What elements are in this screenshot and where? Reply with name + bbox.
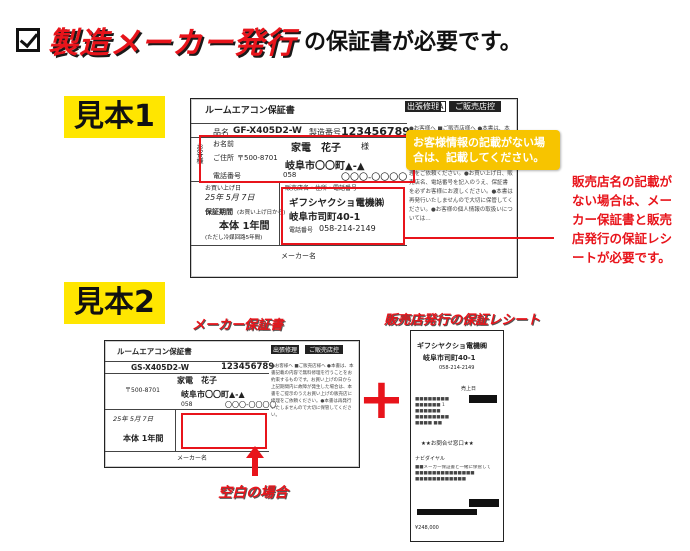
address-label: ご住所: [213, 154, 234, 162]
card-divider: [191, 123, 407, 124]
card2-top-tag-1: 出張修理: [271, 345, 300, 354]
receipt-amount: ¥248,000: [415, 525, 439, 531]
shop-name: ギフシヤクショ電機㈱: [289, 198, 385, 209]
shop-phone-label: 電話番号: [289, 227, 314, 234]
card2-warranty-value: 本体 1年間: [123, 434, 164, 443]
arrow-up-icon: [246, 446, 264, 476]
card2-maker-label: メーカー名: [177, 455, 208, 462]
warranty-note: (ただし冷媒回路5年間): [205, 235, 263, 241]
serial-label: 製造番号: [309, 128, 341, 137]
card2-divider: [105, 361, 269, 362]
warranty-value: 本体 1年間: [219, 221, 270, 232]
blank-shop-highlight: [181, 413, 267, 449]
phone-rest: 〇〇〇-〇〇〇〇: [341, 173, 408, 183]
hinmei-label: 品名: [213, 128, 229, 137]
receipt-shop-address: 岐阜市司町40-1: [423, 354, 476, 362]
phone-label: 電話番号: [213, 172, 241, 180]
warranty-card-1: ルームエアコン保証書 出張修理 A ご販売店控 品名 GF-X405D2-W 製…: [190, 98, 518, 278]
card2-postal: 〒500-8701: [125, 387, 160, 394]
header-red-text: 製造メーカー発行: [48, 26, 296, 61]
card-top-tag-1: 出張修理: [405, 101, 441, 112]
sample2-label: 見本2: [64, 282, 165, 324]
card2-address: 岐阜市〇〇町▲-▲: [181, 390, 245, 399]
receipt-fineprint: ■■メーカー保証書と一緒に保管して■■■■■■■■■■■■■■■■■■■■■■■…: [415, 465, 491, 482]
card2-phone-prefix: 058: [181, 401, 193, 408]
receipt-line3: ナビダイヤル: [415, 456, 445, 462]
phone-prefix: 058: [283, 171, 297, 179]
serial-number: 123456789: [341, 125, 410, 138]
card2-phone-rest: 〇〇〇-〇〇〇〇: [225, 401, 277, 409]
card2-divider: [105, 409, 269, 410]
receipt-redaction: [469, 395, 497, 403]
postal-code: 〒500-8701: [237, 154, 278, 162]
card-vdivider: [279, 181, 280, 245]
shop-info-highlight: [281, 187, 405, 245]
plus-icon: +: [358, 367, 405, 432]
card2-model: GS-X405D2-W: [131, 363, 189, 372]
receipt-shop-name: ギフシヤクショ電機㈱: [417, 342, 487, 350]
card2-divider: [105, 373, 269, 374]
purchase-date: 25年 5月 7日: [205, 193, 255, 202]
customer-address: 岐阜市〇〇町▲-▲: [285, 161, 365, 172]
card-top-tag-3: ご販売店控: [449, 101, 501, 112]
page-header: 製造メーカー発行 の保証書が必要です。: [16, 18, 522, 62]
checkbox-icon: [16, 28, 40, 52]
side-note: 販売店名の記載がない場合は、メーカー保証書と販売店発行の保証レシートが必要です。: [572, 174, 673, 265]
name-label: お名前: [213, 140, 234, 148]
card2-vdivider: [175, 409, 176, 451]
warranty-card-2: ルームエアコン保証書 出張修理 ご販売店控 GS-X405D2-W 123456…: [104, 340, 360, 468]
card2-fineprint: ●お客様へ ■ご販売店様へ ●本書は、本書記載の内容で無料修理を行うことをお約束…: [271, 364, 354, 418]
connector-line: [404, 237, 554, 239]
receipt-items: ■■■■■■■■■■■■■■ 1■■■■■■■■■■■■■■■■■■ ■■: [415, 397, 450, 426]
maker-warranty-caption: メーカー保証書: [192, 318, 284, 333]
maker-label: メーカー名: [281, 252, 316, 260]
card-top-tag-2: A: [435, 101, 447, 112]
customer-info-highlight: [199, 135, 415, 183]
sama-label: 様: [361, 142, 369, 151]
receipt-redaction: [417, 509, 477, 515]
customer-info-callout: お客様情報の記載がない場合は、記載してください。: [406, 130, 560, 170]
card2-serial: 123456789: [221, 362, 275, 372]
warranty-label: 保証期間: [205, 208, 233, 216]
warranty-sub: (お買い上げ日から): [237, 210, 286, 216]
header-black-text: の保証書が必要です。: [304, 30, 522, 55]
store-receipt: ギフシヤクショ電機㈱ 岐阜市司町40-1 058-214-2149 売上日 ■■…: [410, 330, 504, 542]
shop-phone: 058-214-2149: [319, 224, 376, 233]
shop-address: 岐阜市司町40-1: [289, 212, 361, 223]
card2-purchase-date: 25年 5月 7日: [113, 415, 154, 423]
sample1-label: 見本1: [64, 96, 165, 138]
receipt-phone: 058-214-2149: [439, 365, 475, 371]
card-title: ルームエアコン保証書: [205, 106, 295, 116]
receipt-redaction: [469, 499, 499, 507]
card2-top-tag-3: ご販売店控: [305, 345, 344, 354]
purchase-label: お買い上げ日: [205, 185, 242, 192]
receipt-caption: 販売店発行の保証レシート: [384, 313, 541, 328]
card2-name: 家電 花子: [177, 376, 217, 385]
receipt-line2: ★★お問合せ窓口★★: [421, 441, 474, 447]
customer-name: 家電 花子: [291, 143, 341, 154]
model-number: GF-X405D2-W: [233, 126, 302, 136]
card-divider: [191, 137, 407, 138]
blank-caption: 空白の場合: [218, 485, 288, 501]
card2-title: ルームエアコン保証書: [117, 347, 192, 356]
receipt-line1: 売上日: [461, 386, 477, 392]
card2-divider: [105, 451, 269, 452]
card-divider: [191, 245, 407, 246]
